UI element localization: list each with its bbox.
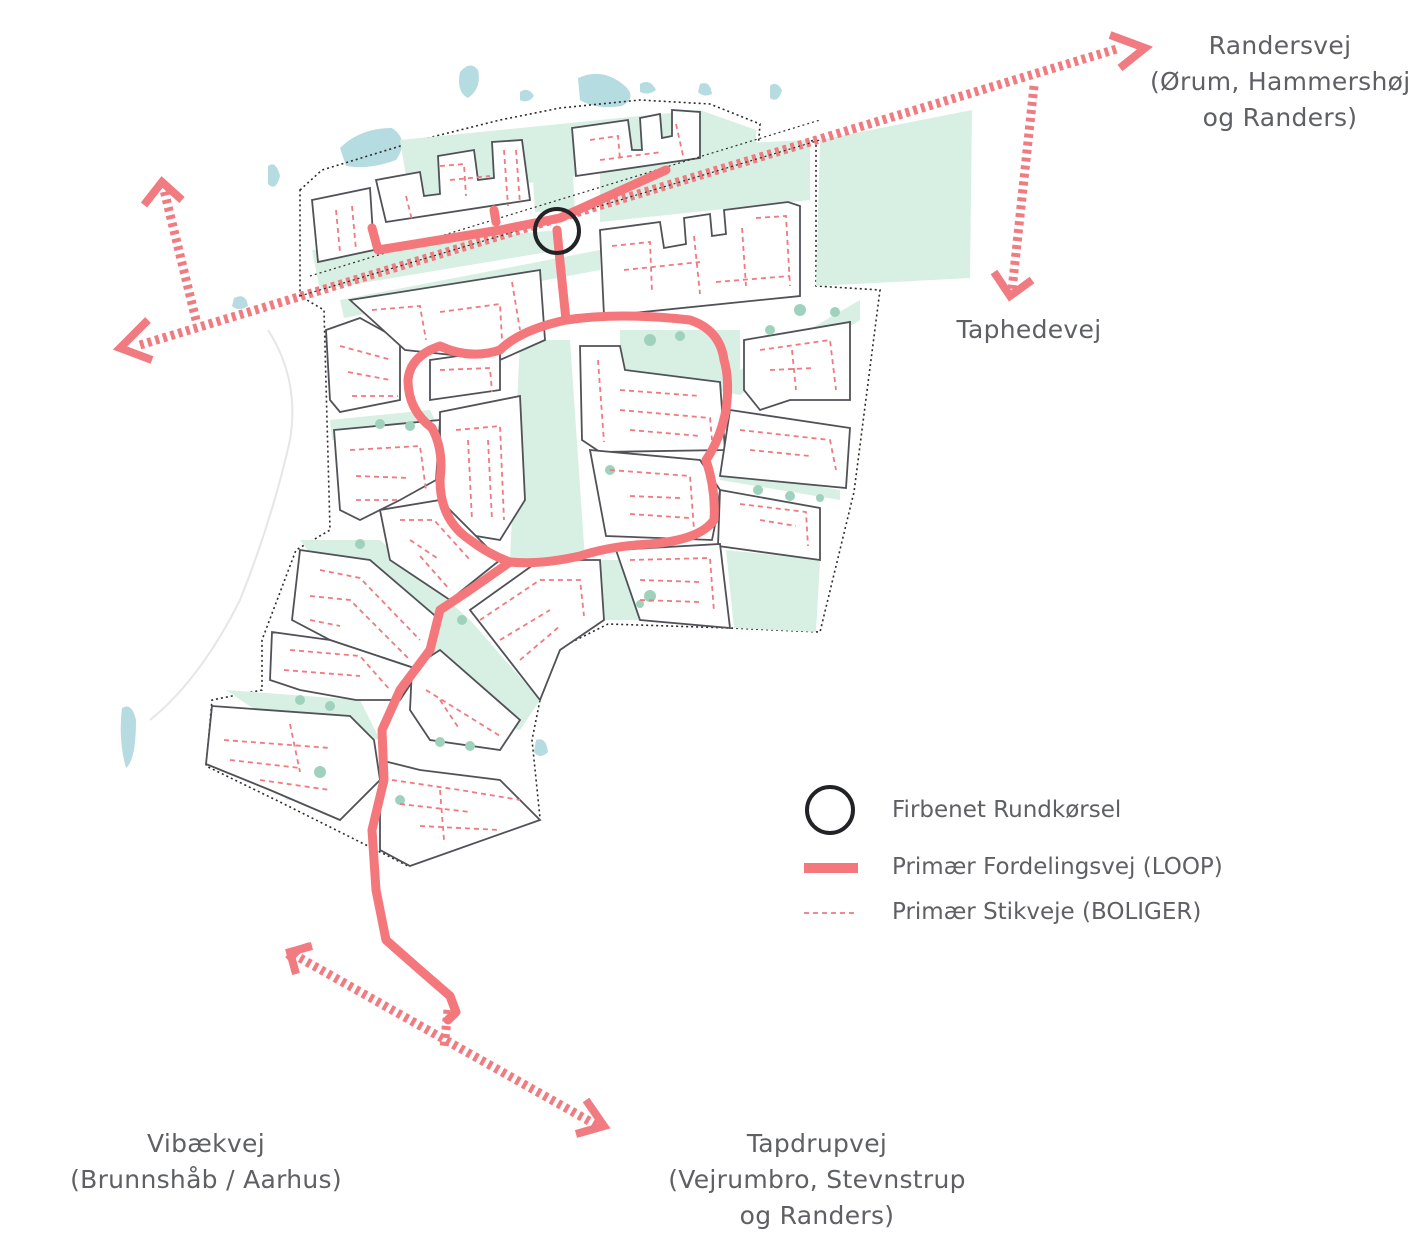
- label-randersvej: Randersvej (Ørum, Hammershøj og Randers): [1150, 28, 1410, 136]
- primary-paths-network: [223, 123, 837, 841]
- water-bodies: [120, 65, 782, 768]
- site-boundary: [205, 99, 881, 867]
- label-tapdrupvej: Tapdrupvej (Vejrumbro, Stevnstrup og Ran…: [660, 1126, 974, 1234]
- label-randersvej-line2: (Ørum, Hammershøj: [1150, 67, 1411, 96]
- label-taphedevej: Taphedevej: [934, 312, 1124, 348]
- legend-roundabout-icon: [805, 785, 855, 835]
- label-vibaekvej: Vibækvej (Brunnshåb / Aarhus): [56, 1126, 356, 1198]
- taphedevej-road: [990, 85, 1039, 302]
- label-vibaekvej-line1: Vibækvej: [147, 1129, 265, 1158]
- label-tapdrupvej-line2: (Vejrumbro, Stevnstrup: [668, 1165, 966, 1194]
- label-tapdrupvej-line3: og Randers): [739, 1201, 895, 1230]
- faint-contour: [149, 329, 294, 721]
- tapdrupvej-road: [285, 942, 611, 1138]
- roundabout-icon: [533, 207, 581, 255]
- label-tapdrupvej-line1: Tapdrupvej: [746, 1129, 888, 1158]
- building-blocks: [205, 109, 851, 867]
- randersvej-road: [112, 31, 1154, 364]
- label-randersvej-line3: og Randers): [1202, 103, 1358, 132]
- primary-road-loop: [367, 165, 733, 1025]
- label-randersvej-line1: Randersvej: [1208, 31, 1352, 60]
- legend-roundabout-label: Firbenet Rundkørsel: [892, 797, 1122, 823]
- label-taphedevej-text: Taphedevej: [956, 315, 1102, 344]
- legend: [804, 785, 858, 914]
- tree-clusters: [295, 304, 840, 805]
- legend-path-label: Primær Stikveje (BOLIGER): [892, 899, 1202, 925]
- legend-primary-road-label: Primær Fordelingsvej (LOOP): [892, 854, 1223, 880]
- west-branch-road: [140, 176, 201, 322]
- label-vibaekvej-line2: (Brunnshåb / Aarhus): [70, 1165, 342, 1194]
